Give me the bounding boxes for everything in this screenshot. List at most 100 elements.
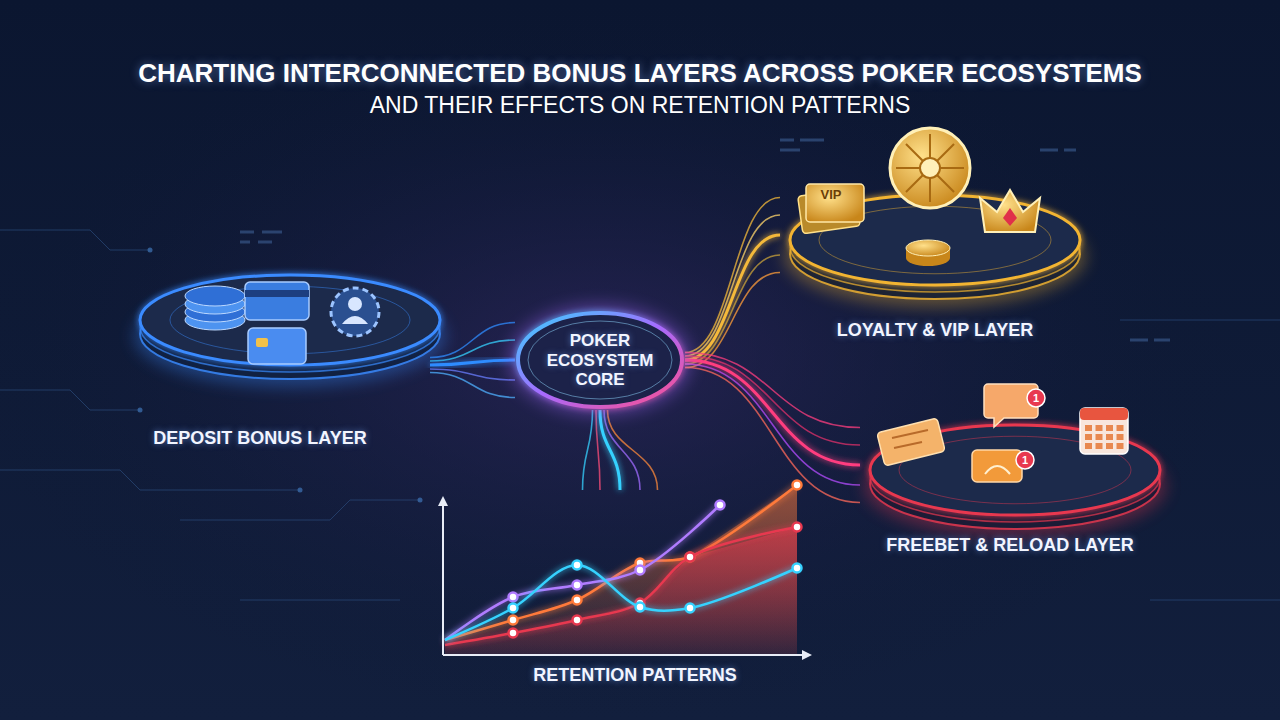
calendar-cell xyxy=(1117,443,1124,449)
data-point xyxy=(573,596,582,605)
connector-group xyxy=(583,410,658,490)
badge-number: 1 xyxy=(1033,392,1039,404)
core-node: POKER ECOSYSTEM CORE xyxy=(515,310,685,410)
x-axis xyxy=(443,654,808,656)
dash-mark xyxy=(240,232,282,242)
calendar-header xyxy=(1080,408,1128,420)
crown-gem xyxy=(1003,208,1017,226)
fiber-strand xyxy=(685,364,860,485)
circuit-line xyxy=(0,470,300,490)
connector-line xyxy=(600,410,620,490)
data-point xyxy=(793,564,802,573)
node-label: FREEBET & RELOAD LAYER xyxy=(886,535,1133,556)
retention-line xyxy=(445,527,797,645)
dash-mark xyxy=(1040,149,1076,152)
ticket-line xyxy=(892,430,928,438)
data-point xyxy=(686,553,695,562)
connector-group xyxy=(685,353,860,503)
core-ellipse xyxy=(518,313,682,407)
calendar-cell xyxy=(1096,425,1103,431)
data-point xyxy=(636,566,645,575)
node-label: LOYALTY & VIP LAYER xyxy=(837,320,1034,341)
card-chip xyxy=(256,338,268,347)
crown-icon xyxy=(980,190,1040,232)
core-halo xyxy=(508,304,692,416)
circuit-line xyxy=(240,600,400,601)
retention-line xyxy=(445,565,797,640)
axis-arrow xyxy=(802,650,812,660)
subtitle: AND THEIR EFFECTS ON RETENTION PATTERNS xyxy=(370,92,911,119)
data-point xyxy=(793,523,802,532)
connector-line xyxy=(685,360,860,465)
connector-group xyxy=(685,198,780,368)
circuit-line xyxy=(0,390,140,410)
layer-platform: FREEBET & RELOAD LAYER xyxy=(860,370,1170,560)
retention-line xyxy=(445,485,797,640)
node-shape xyxy=(420,490,820,695)
calendar-cell xyxy=(1106,425,1113,431)
chip-stack xyxy=(185,286,245,306)
fiber-strand xyxy=(430,369,515,380)
dash-mark xyxy=(780,140,824,150)
player-head xyxy=(348,297,362,311)
card-text: VIP xyxy=(821,187,842,202)
calendar-cell xyxy=(1096,443,1103,449)
node-shape xyxy=(780,120,1090,350)
circuit-lines xyxy=(0,230,1280,600)
vip-card xyxy=(806,184,864,222)
data-point xyxy=(509,593,518,602)
data-point xyxy=(573,616,582,625)
fiber-strand xyxy=(685,368,860,503)
wheel-hub xyxy=(920,158,940,178)
calendar-cell xyxy=(1096,434,1103,440)
y-axis xyxy=(442,500,444,655)
badge-number: 1 xyxy=(1022,454,1028,466)
ticket-line xyxy=(894,442,922,448)
calendar-cell xyxy=(1106,443,1113,449)
data-point xyxy=(509,604,518,613)
notification-badge xyxy=(1027,389,1045,407)
player-chip xyxy=(331,288,379,336)
reload-ticket xyxy=(972,450,1022,482)
fiber-strand xyxy=(685,255,780,364)
calendar-cell xyxy=(1085,425,1092,431)
reload-glow xyxy=(985,466,1010,474)
node-label: DEPOSIT BONUS LAYER xyxy=(153,428,366,449)
bank-card xyxy=(248,328,306,364)
node-shape xyxy=(860,370,1170,560)
notification-badge xyxy=(1016,451,1034,469)
layer-platform: LOYALTY & VIP LAYER xyxy=(780,120,1090,350)
data-point xyxy=(686,553,695,562)
bank-card xyxy=(245,282,309,320)
calendar-cell xyxy=(1085,434,1092,440)
circuit-line xyxy=(1150,600,1280,601)
connector-line xyxy=(430,360,515,365)
calendar-cell xyxy=(1117,425,1124,431)
calendar-cell xyxy=(1085,443,1092,449)
connector-line xyxy=(685,235,780,360)
fiber-strand xyxy=(685,356,860,445)
fiber-strand xyxy=(583,410,593,490)
circuit-dot xyxy=(418,498,423,503)
circuit-line xyxy=(1120,320,1280,321)
circuit-line xyxy=(0,230,150,250)
gold-coin xyxy=(906,240,950,256)
platform-top xyxy=(140,275,440,365)
data-point xyxy=(573,581,582,590)
fiber-strand xyxy=(430,373,515,398)
fiber-strand xyxy=(608,410,658,490)
circuit-dot xyxy=(148,248,153,253)
circuit-line xyxy=(180,500,420,520)
fiber-strand xyxy=(685,215,780,356)
data-point xyxy=(793,481,802,490)
retention-area xyxy=(445,527,797,655)
prize-wheel xyxy=(890,128,970,208)
calendar-cell xyxy=(1117,434,1124,440)
data-point xyxy=(509,629,518,638)
data-point xyxy=(573,561,582,570)
calendar-cell xyxy=(1106,434,1113,440)
calendar-icon xyxy=(1080,408,1128,454)
